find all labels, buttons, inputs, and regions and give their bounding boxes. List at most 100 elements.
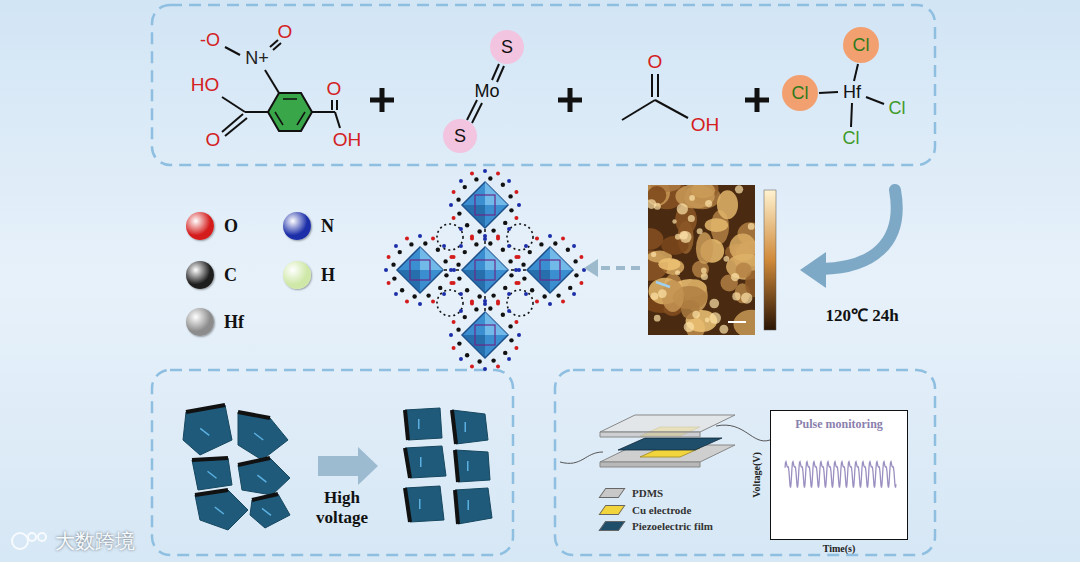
layout-shape: [452, 346, 456, 350]
layout-shape: [691, 185, 715, 198]
layout-shape: [387, 255, 391, 259]
layout-shape: [527, 247, 573, 293]
layout-shape: [455, 450, 458, 482]
layout-shape: [420, 247, 443, 270]
layout-shape: [477, 294, 481, 298]
atom-symbol: O: [278, 21, 293, 43]
layout-shape: [508, 259, 512, 263]
layout-shape: [442, 292, 446, 296]
arrow-head: [584, 259, 598, 277]
layout-shape: [186, 405, 225, 412]
layout-shape: [819, 92, 838, 93]
layout-shape: [470, 364, 474, 368]
layout-shape: [507, 357, 511, 361]
layout-shape: [556, 293, 560, 297]
layout-shape: [455, 490, 458, 524]
layout-shape: [384, 268, 388, 272]
layout-shape: [405, 299, 409, 303]
atom-symbol: O: [648, 51, 663, 73]
chart-title: Pulse monitoring: [771, 417, 907, 432]
layout-shape: [507, 244, 511, 248]
layout-shape: [463, 315, 467, 319]
dashed-panel: [152, 370, 513, 555]
layout-shape: [452, 216, 456, 220]
layout-shape: [431, 237, 435, 241]
layout-shape: [463, 250, 467, 254]
atom-symbol: OH: [691, 114, 720, 136]
layout-shape: [651, 74, 653, 97]
layout-shape: [423, 241, 427, 245]
layout-shape: [496, 364, 500, 368]
layout-shape: [265, 70, 279, 93]
layout-shape: [442, 244, 446, 248]
layout-shape: [12, 533, 28, 549]
layout-shape: [456, 327, 460, 331]
layout-shape: [709, 299, 719, 309]
layout-shape: [459, 244, 463, 248]
device-illustration: [560, 415, 770, 467]
layout-shape: [426, 293, 430, 297]
layout-shape: [384, 234, 456, 306]
layout-shape: [431, 299, 435, 303]
layout-shape: [701, 273, 708, 280]
layout-shape: [252, 494, 278, 500]
watermark-logo: [12, 533, 46, 549]
layout-shape: [655, 100, 688, 118]
layout-shape: [507, 224, 533, 250]
layout-shape: [225, 47, 240, 55]
layout-shape: [514, 216, 518, 220]
layout-shape: [297, 112, 305, 125]
layout-shape: [496, 237, 500, 241]
layout-shape: [465, 353, 469, 357]
layout-shape: [572, 292, 576, 296]
block-arrow: [318, 447, 378, 485]
layout-shape: [530, 288, 534, 292]
layout-shape: [501, 248, 505, 252]
chemical-bond: [467, 64, 504, 123]
layout-shape: [509, 273, 513, 277]
layout-shape: [455, 488, 492, 524]
atom-circle: S: [490, 30, 524, 64]
layout-shape: [462, 312, 508, 358]
layer-swatch: [598, 505, 625, 515]
layout-shape: [452, 320, 456, 324]
layout-shape: [331, 100, 333, 110]
chemical-bond: [819, 64, 884, 127]
layout-shape: [438, 286, 442, 290]
layout-shape: [245, 111, 268, 113]
layout-shape: [472, 103, 482, 123]
layout-shape: [514, 190, 518, 194]
layout-shape: [283, 98, 297, 100]
legend-text: O: [224, 216, 238, 237]
layout-shape: [509, 208, 513, 212]
layout-shape: [514, 234, 586, 306]
arrow-head: [800, 252, 826, 288]
atom-symbol: Cl: [853, 35, 870, 56]
layout-shape: [437, 290, 463, 316]
layout-shape: [501, 313, 505, 317]
atom-symbol: O: [327, 78, 342, 100]
layout-shape: [488, 176, 492, 180]
layout-shape: [419, 499, 421, 509]
layout-shape: [561, 237, 565, 241]
layout-shape: [508, 324, 512, 328]
plus-sign: [370, 88, 769, 112]
layout-shape: [449, 333, 453, 337]
layout-shape: [572, 244, 576, 248]
layout-shape: [192, 458, 228, 460]
chemical-bond: [622, 74, 688, 120]
atom-ball: [283, 261, 311, 289]
layout-shape: [521, 262, 525, 266]
layout-shape: [474, 242, 478, 246]
layout-shape: [483, 299, 487, 303]
layout-shape: [524, 244, 528, 248]
layout-shape: [456, 262, 460, 266]
layout-shape: [459, 179, 463, 183]
layout-shape: [618, 438, 722, 450]
atom-ball: [186, 308, 214, 336]
layout-shape: [735, 185, 743, 193]
layout-shape: [452, 190, 456, 194]
layout-shape: [600, 415, 735, 432]
layout-shape: [420, 457, 422, 467]
atom-symbol: OH: [333, 129, 362, 151]
